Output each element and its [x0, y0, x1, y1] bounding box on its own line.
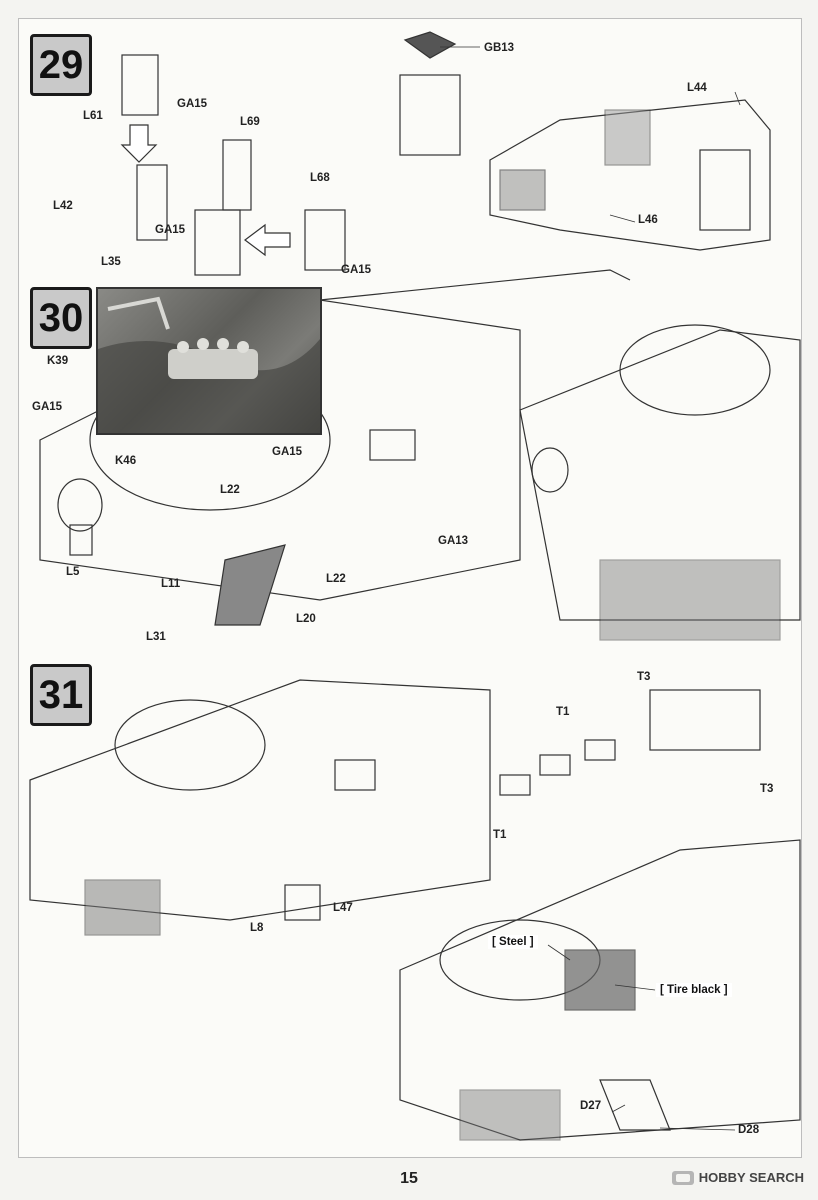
page-frame — [18, 18, 802, 1158]
part-label: GA13 — [438, 535, 469, 547]
part-label: L31 — [146, 631, 166, 643]
watermark: HOBBY SEARCH — [671, 1170, 804, 1185]
page-number: 15 — [400, 1170, 418, 1187]
part-label: L44 — [687, 82, 707, 94]
part-label: GA15 — [155, 224, 186, 236]
part-label: L68 — [310, 172, 330, 184]
photo-detail — [98, 296, 320, 433]
part-label: L20 — [296, 613, 316, 625]
part-label: L5 — [66, 566, 80, 578]
part-label: L8 — [250, 922, 264, 934]
part-label: L69 — [240, 116, 260, 128]
part-label: K39 — [47, 355, 69, 367]
part-label: T1 — [493, 829, 507, 841]
paint-callout: [ Steel ] — [488, 935, 538, 949]
part-label: D27 — [580, 1100, 602, 1112]
part-label: L11 — [161, 578, 181, 590]
part-label: L47 — [333, 902, 353, 914]
part-label: L22 — [326, 573, 346, 585]
step-number-badge: 29 — [30, 34, 92, 96]
part-label: L35 — [101, 256, 121, 268]
step-number-badge: 30 — [30, 287, 92, 349]
part-label: GA15 — [341, 264, 372, 276]
part-label: L22 — [220, 484, 240, 496]
part-label: L46 — [638, 214, 658, 226]
part-label: L42 — [53, 200, 73, 212]
watermark-text: HOBBY SEARCH — [698, 1170, 804, 1185]
part-label: T3 — [637, 671, 651, 683]
part-label: GA15 — [32, 401, 63, 413]
hobby-search-logo-icon — [671, 1170, 694, 1185]
part-label: K46 — [115, 455, 137, 467]
part-label: GB13 — [484, 42, 515, 54]
part-label: T1 — [556, 706, 570, 718]
paint-callout: [ Tire black ] — [656, 983, 732, 997]
step-number-badge: 31 — [30, 664, 92, 726]
part-label: D28 — [738, 1124, 760, 1136]
part-label: T3 — [760, 783, 774, 795]
part-label: GA15 — [272, 446, 303, 458]
reference-photo — [96, 287, 322, 435]
part-label: L61 — [83, 110, 103, 122]
part-label: GA15 — [177, 98, 208, 110]
